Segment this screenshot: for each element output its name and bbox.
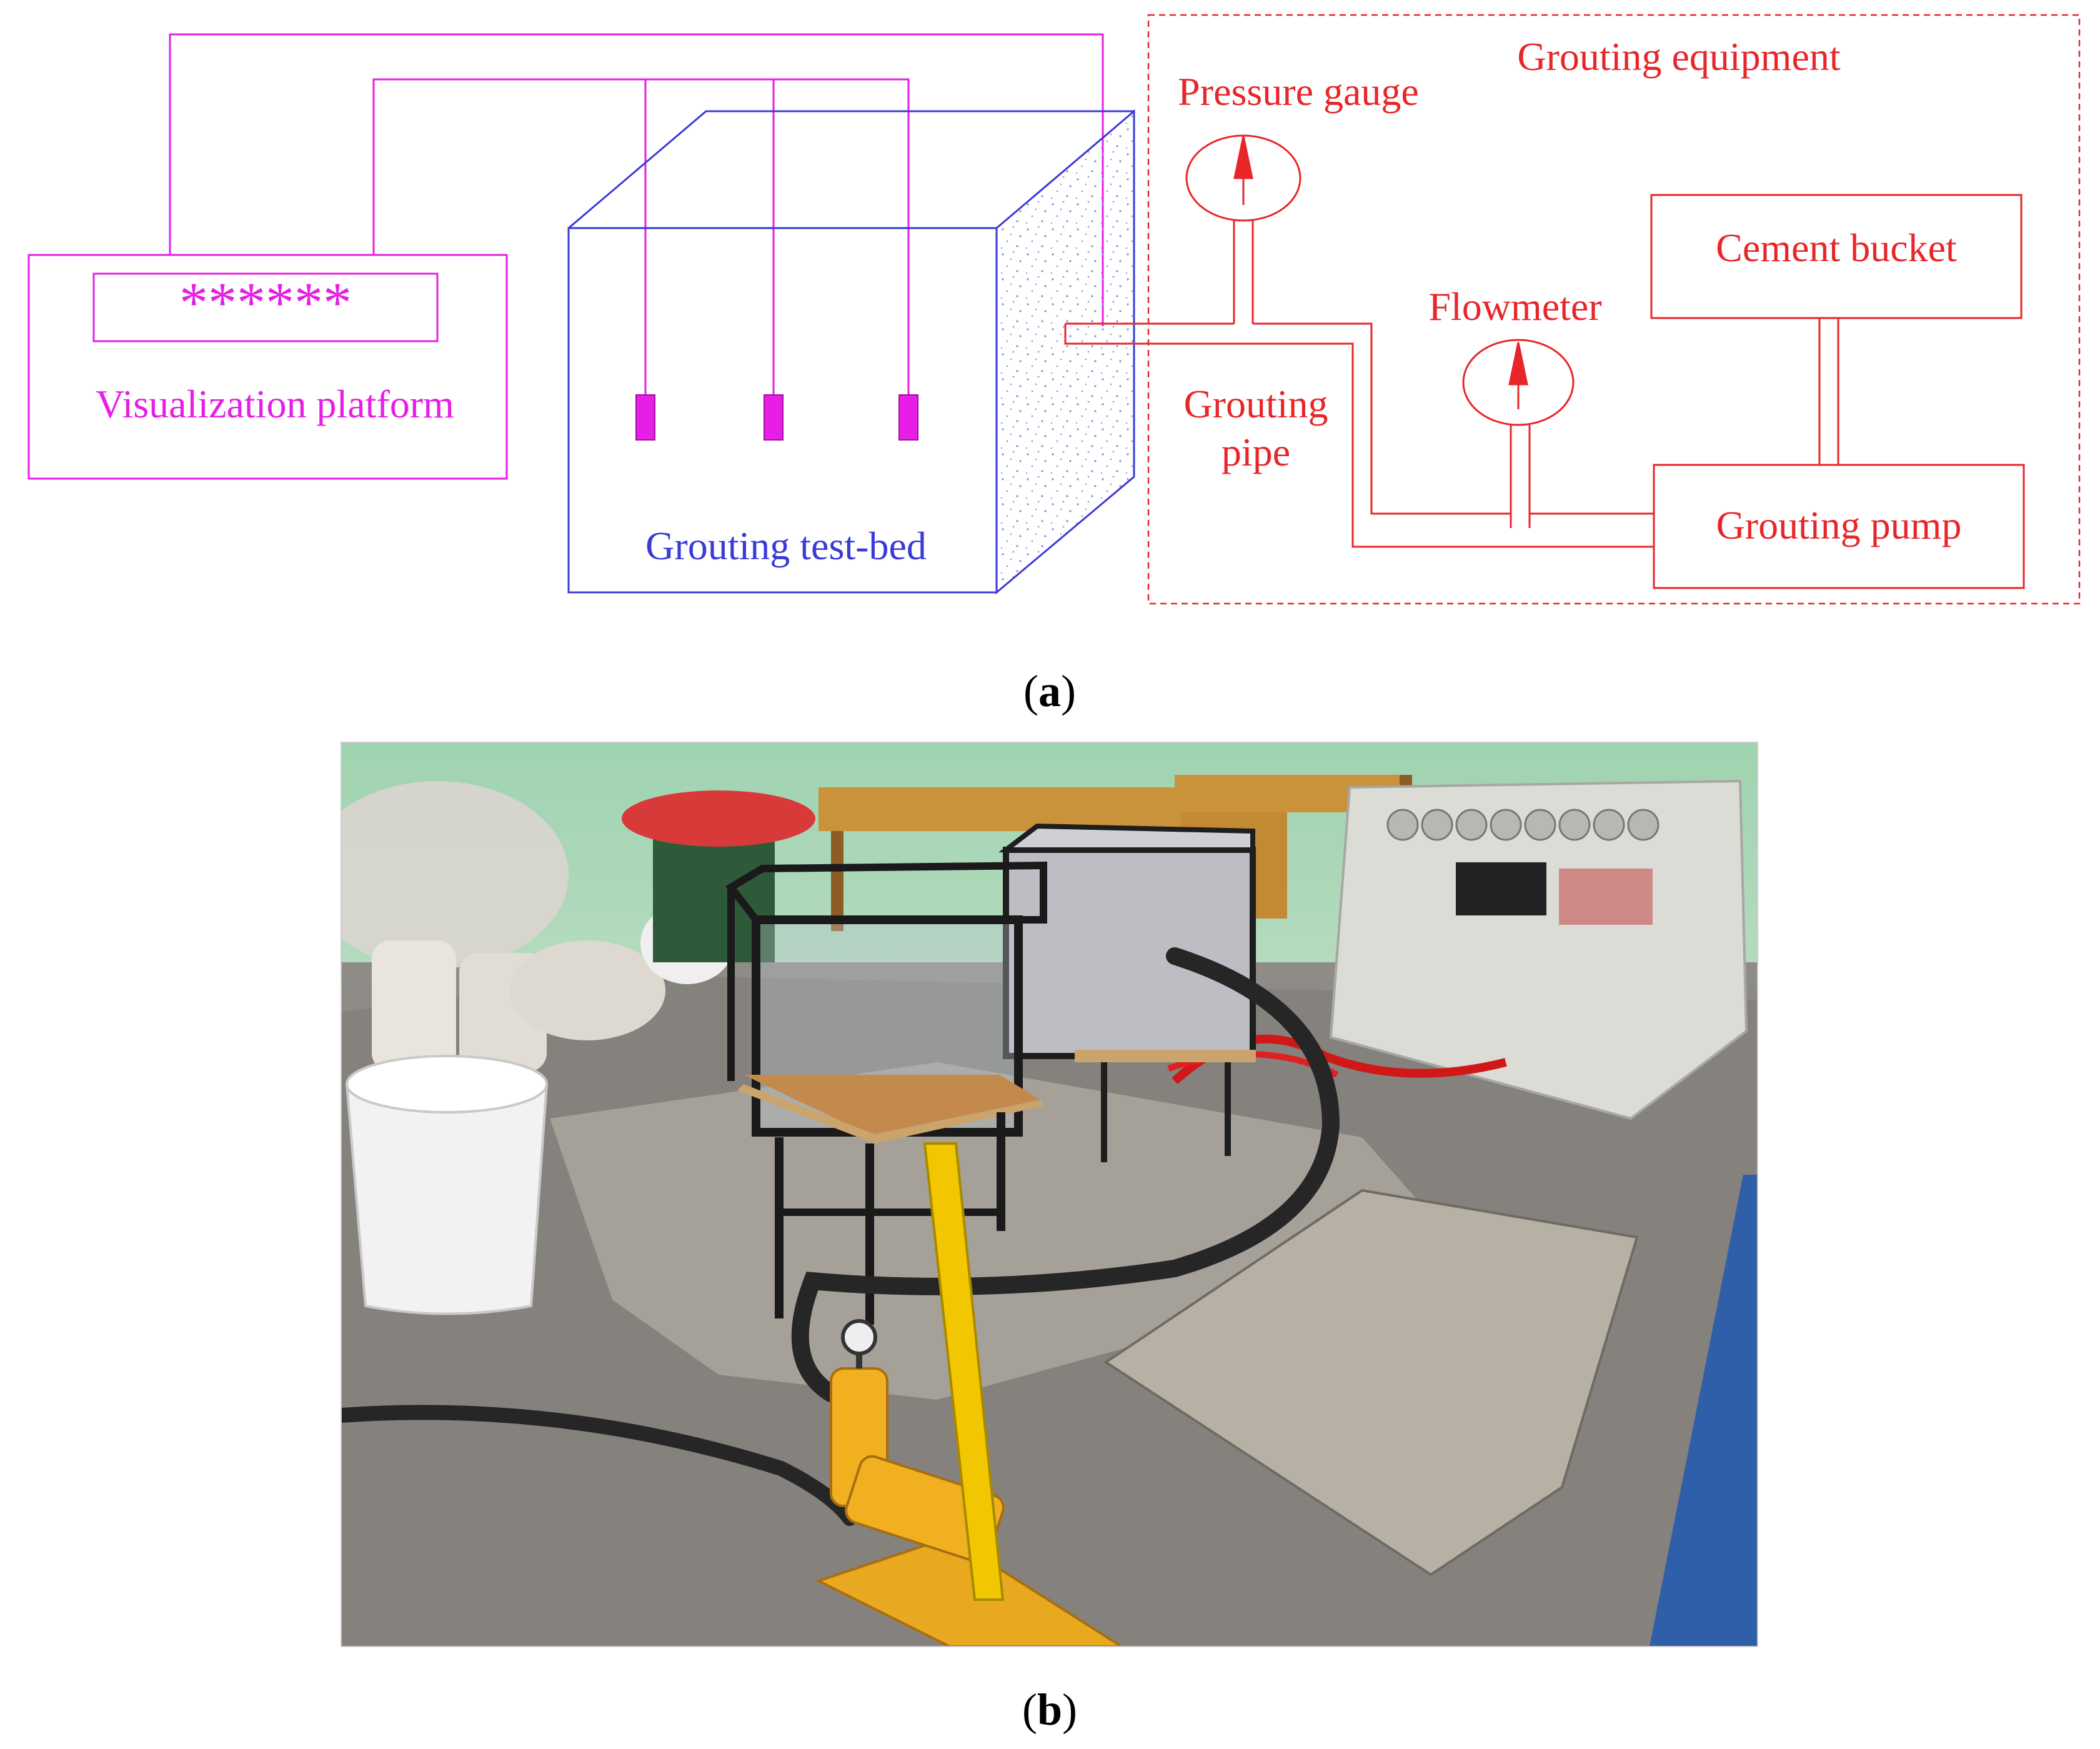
test-bed-top-edges: [568, 110, 1134, 229]
grouting-equipment-boundary: [1147, 14, 2081, 605]
pressure-gauge-label: Pressure gauge: [1178, 69, 1419, 114]
flowmeter-arrow-icon: [1508, 342, 1528, 386]
console-switch-panel: [1559, 869, 1653, 925]
grouting-test-bed: [567, 109, 1135, 595]
visualization-display: [92, 272, 439, 342]
yellow-hand-pump: [815, 1142, 1124, 1647]
sensor-probe-3: [898, 394, 918, 441]
panel-a-caption: (a): [1023, 666, 1076, 716]
visualization-platform-box: [27, 254, 508, 480]
blue-frame: [1650, 1175, 1758, 1647]
pressure-gauge-arrow-icon: [1233, 136, 1253, 179]
flowmeter-dial: [1462, 339, 1575, 426]
grouting-equipment-label: Grouting equipment: [1517, 34, 1840, 79]
white-bucket: [345, 1083, 549, 1315]
black-hose: [791, 947, 1340, 1402]
grouting-pipe-top-b: [1253, 322, 1511, 515]
pump-pressure-gauge: [841, 1319, 877, 1355]
sand-bag-3: [509, 940, 665, 1040]
flowmeter-label: Flowmeter: [1428, 284, 1601, 329]
panel-b-caption: (b): [1022, 1685, 1077, 1735]
test-bed-side-face: [995, 109, 1135, 595]
console-screen: [1456, 862, 1546, 915]
visualization-platform-label: Visualization platform: [96, 382, 454, 426]
wooden-table-1: [819, 787, 1193, 831]
photo-frame: [341, 742, 1758, 1647]
grouting-pipe-bottom: [1064, 324, 1654, 548]
grouting-equipment: [1064, 14, 2081, 605]
pressure-gauge-dial: [1185, 134, 1301, 222]
pump-handle: [923, 1142, 1005, 1601]
plastic-sheeting: [341, 781, 569, 969]
panel-a-caption-letter: a: [1038, 666, 1061, 716]
grouting-pipe-label-line2: pipe: [1222, 430, 1290, 474]
sensor-probe-1: [635, 394, 655, 441]
panel-b-caption-letter: b: [1037, 1685, 1062, 1735]
red-lid: [622, 790, 815, 847]
panel-b-photo: (b): [341, 742, 1758, 1735]
visualization-platform: [27, 33, 1104, 480]
cement-bucket-box: [1650, 194, 2023, 319]
transparent-test-box: [725, 861, 1047, 1325]
test-bed-front-face: [567, 227, 998, 594]
sand-bag-1: [372, 940, 456, 1072]
panel-a-diagram: ****** Visualization platform Grouting t…: [27, 14, 2081, 716]
visualization-display-text: ******: [179, 271, 352, 334]
sensor-cable-inner: [372, 78, 910, 431]
black-hose-2: [341, 1405, 857, 1526]
control-console: [1329, 779, 1748, 1120]
cement-bucket-label: Cement bucket: [1716, 226, 1957, 270]
grouting-pump-label: Grouting pump: [1716, 503, 1962, 547]
sensor-probe-2: [764, 394, 784, 441]
test-bed-label: Grouting test-bed: [645, 524, 927, 568]
grouting-pipe-label-line1: Grouting: [1183, 382, 1328, 426]
floor-mat: [1103, 1188, 1639, 1577]
grouting-pump-box: [1653, 464, 2025, 589]
